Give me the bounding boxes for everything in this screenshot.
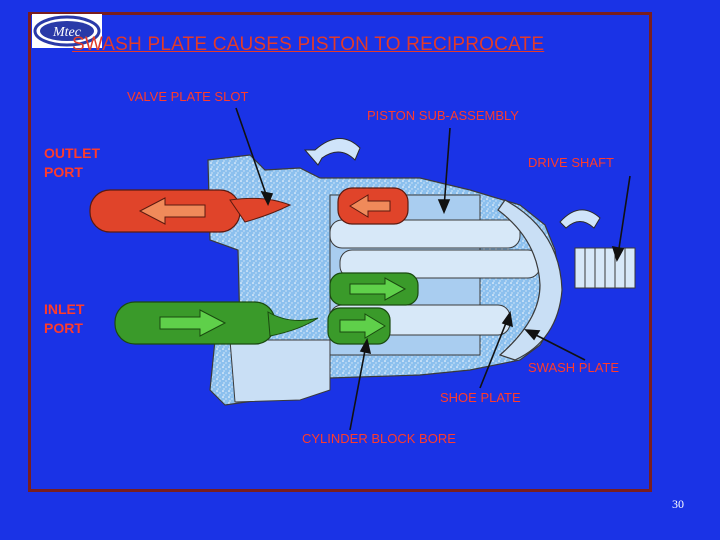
label-outlet-port: OUTLET PORT <box>44 144 100 182</box>
label-outlet-port-line1: OUTLET <box>44 145 100 161</box>
rotation-arrows <box>303 138 601 229</box>
label-valve-plate-slot: VALVE PLATE SLOT <box>127 89 249 104</box>
label-outlet-port-line2: PORT <box>44 164 83 180</box>
label-inlet-port-line2: PORT <box>44 320 83 336</box>
label-shoe-plate: SHOE PLATE <box>440 390 521 405</box>
inlet-port-flow <box>114 272 419 345</box>
logo-text: Mtec <box>52 25 82 40</box>
outlet-port-flow <box>89 187 409 233</box>
page-number: 30 <box>672 497 684 511</box>
label-piston-sub-assembly: PISTON SUB-ASSEMBLY <box>367 108 519 123</box>
swash-plate-shape <box>497 199 563 361</box>
label-inlet-port: INLET PORT <box>44 300 84 338</box>
label-swash-plate: SWASH PLATE <box>528 360 620 375</box>
slide-frame <box>28 12 652 492</box>
label-cylinder-block-bore: CYLINDER BLOCK BORE <box>302 431 456 446</box>
mtec-logo: Mtec <box>32 14 102 48</box>
label-inlet-port-line1: INLET <box>44 301 85 317</box>
label-drive-shaft: DRIVE SHAFT <box>528 155 614 170</box>
label-pointers <box>235 107 631 431</box>
slide-title: SWASH PLATE CAUSES PISTON TO RECIPROCATE <box>72 34 545 55</box>
drive-shaft-shape <box>574 247 636 289</box>
